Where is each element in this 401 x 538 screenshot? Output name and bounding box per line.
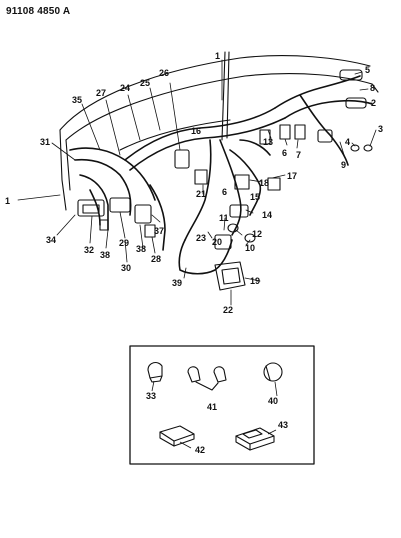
callout-16: 16: [191, 126, 201, 136]
callout-40: 40: [268, 396, 278, 406]
callout-33: 33: [146, 391, 156, 401]
callout-4: 4: [345, 137, 350, 147]
callout-32: 32: [84, 245, 94, 255]
callout-35: 35: [72, 95, 82, 105]
callout-6-mid: 6: [222, 187, 227, 197]
callout-42: 42: [195, 445, 205, 455]
callout-11: 11: [219, 213, 229, 223]
callout-14: 14: [262, 210, 272, 220]
part-42-icon: [159, 425, 195, 447]
callout-37: 37: [154, 226, 164, 236]
callout-3: 3: [378, 124, 383, 134]
callout-labels: 1 1 2 3 4 5 6 6 7 8 9 10 11 12 13 14 15 …: [5, 51, 383, 455]
parts-inset: [129, 345, 315, 465]
callout-6-right: 6: [282, 148, 287, 158]
callout-13: 13: [263, 137, 273, 147]
wiring-harness: [69, 75, 373, 275]
callout-20: 20: [212, 237, 222, 247]
callout-25: 25: [140, 78, 150, 88]
callout-34: 34: [46, 235, 56, 245]
callout-23: 23: [196, 233, 206, 243]
callout-17: 17: [287, 171, 297, 181]
callout-30: 30: [121, 263, 131, 273]
callout-28: 28: [151, 254, 161, 264]
callout-43: 43: [278, 420, 288, 430]
callout-7: 7: [296, 150, 301, 160]
callout-39: 39: [172, 278, 182, 288]
callout-5: 5: [365, 65, 370, 75]
callout-38-left: 38: [100, 250, 110, 260]
callout-29: 29: [119, 238, 129, 248]
callout-26: 26: [159, 68, 169, 78]
callout-15: 15: [250, 192, 260, 202]
part-33-icon: [147, 361, 163, 383]
callout-9: 9: [341, 160, 346, 170]
callout-21: 21: [196, 189, 206, 199]
callout-12: 12: [252, 229, 262, 239]
callout-19: 19: [250, 276, 260, 286]
dashboard-outline: [59, 51, 379, 211]
callout-2: 2: [371, 98, 376, 108]
part-40-icon: [263, 362, 283, 382]
callout-18: 18: [259, 178, 269, 188]
callout-31: 31: [40, 137, 50, 147]
connectors: [77, 69, 373, 291]
callout-1-top: 1: [215, 51, 220, 61]
callout-38-mid: 38: [136, 244, 146, 254]
diagram-code: 91108 4850 A: [6, 6, 71, 17]
callout-24: 24: [120, 83, 130, 93]
callout-10: 10: [245, 243, 255, 253]
part-43-icon: [235, 427, 275, 451]
callout-8: 8: [370, 83, 375, 93]
inset-leader-lines: [151, 380, 278, 449]
callout-22: 22: [223, 305, 233, 315]
callout-1-left: 1: [5, 196, 10, 206]
callout-27: 27: [96, 88, 106, 98]
callout-41: 41: [207, 402, 217, 412]
leader-lines: [17, 59, 377, 306]
part-41-icon: [187, 366, 227, 391]
